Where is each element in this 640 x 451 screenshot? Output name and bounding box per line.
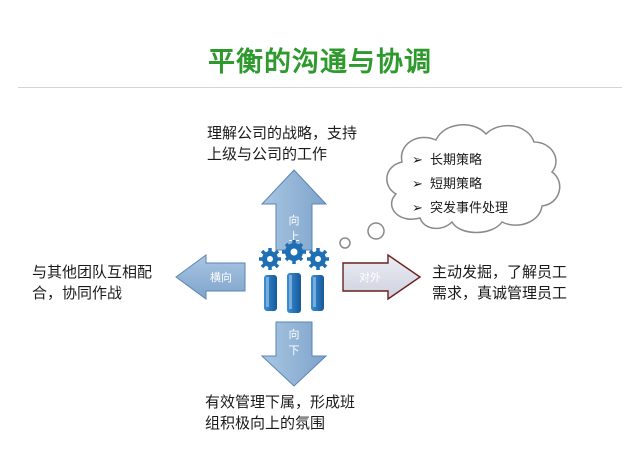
text-lateral-line-1: 与其他团队互相配 xyxy=(32,263,153,281)
arrow-down-label-2: 下 xyxy=(289,344,300,357)
text-downward-line-1: 有效管理下属，形成班 xyxy=(205,393,356,411)
text-external: 主动发掘，了解员工 需求，真诚管理员工 xyxy=(432,262,567,304)
text-upward-line-2: 上级与公司的工作 xyxy=(207,145,328,163)
text-upward: 理解公司的战略，支持 上级与公司的工作 xyxy=(207,123,357,165)
cloud-item-3: 突发事件处理 xyxy=(430,200,508,216)
text-lateral-line-2: 合，协同作战 xyxy=(32,284,123,302)
cloud-bullet-2: ➢ xyxy=(412,177,423,192)
cloud-item-1: 长期策略 xyxy=(430,152,482,168)
arrow-left-label: 横向 xyxy=(210,270,232,284)
cloud-bullet-1: ➢ xyxy=(412,153,423,168)
arrow-right-label: 对外 xyxy=(359,270,381,284)
text-lateral: 与其他团队互相配 合，协同作战 xyxy=(32,262,152,304)
arrow-down-label-1: 向 xyxy=(289,327,300,341)
arrow-down: 向 下 xyxy=(260,321,328,387)
team-gears-icon xyxy=(259,240,329,313)
cloud-bullet-3: ➢ xyxy=(412,201,423,216)
cloud-item-2: 短期策略 xyxy=(430,176,482,192)
arrow-right: 对外 xyxy=(342,253,422,301)
title-divider xyxy=(18,87,622,88)
text-downward: 有效管理下属，形成班 组积极向上的氛围 xyxy=(205,392,355,434)
thought-bubble-dots xyxy=(339,222,385,249)
text-external-line-1: 主动发掘，了解员工 xyxy=(432,263,568,281)
text-upward-line-1: 理解公司的战略，支持 xyxy=(207,124,358,142)
text-external-line-2: 需求，真诚管理员工 xyxy=(432,284,568,302)
thought-cloud: ➢ 长期策略 ➢ 短期策略 ➢ 突发事件处理 xyxy=(386,124,561,234)
page-title: 平衡的沟通与协调 xyxy=(208,47,432,78)
text-downward-line-2: 组积极向上的氛围 xyxy=(205,414,326,432)
arrow-up-label-2: 上 xyxy=(289,230,300,243)
arrow-left: 横向 xyxy=(175,254,246,300)
arrow-up-label-1: 向 xyxy=(289,213,300,227)
arrow-up: 向 上 xyxy=(260,169,328,251)
